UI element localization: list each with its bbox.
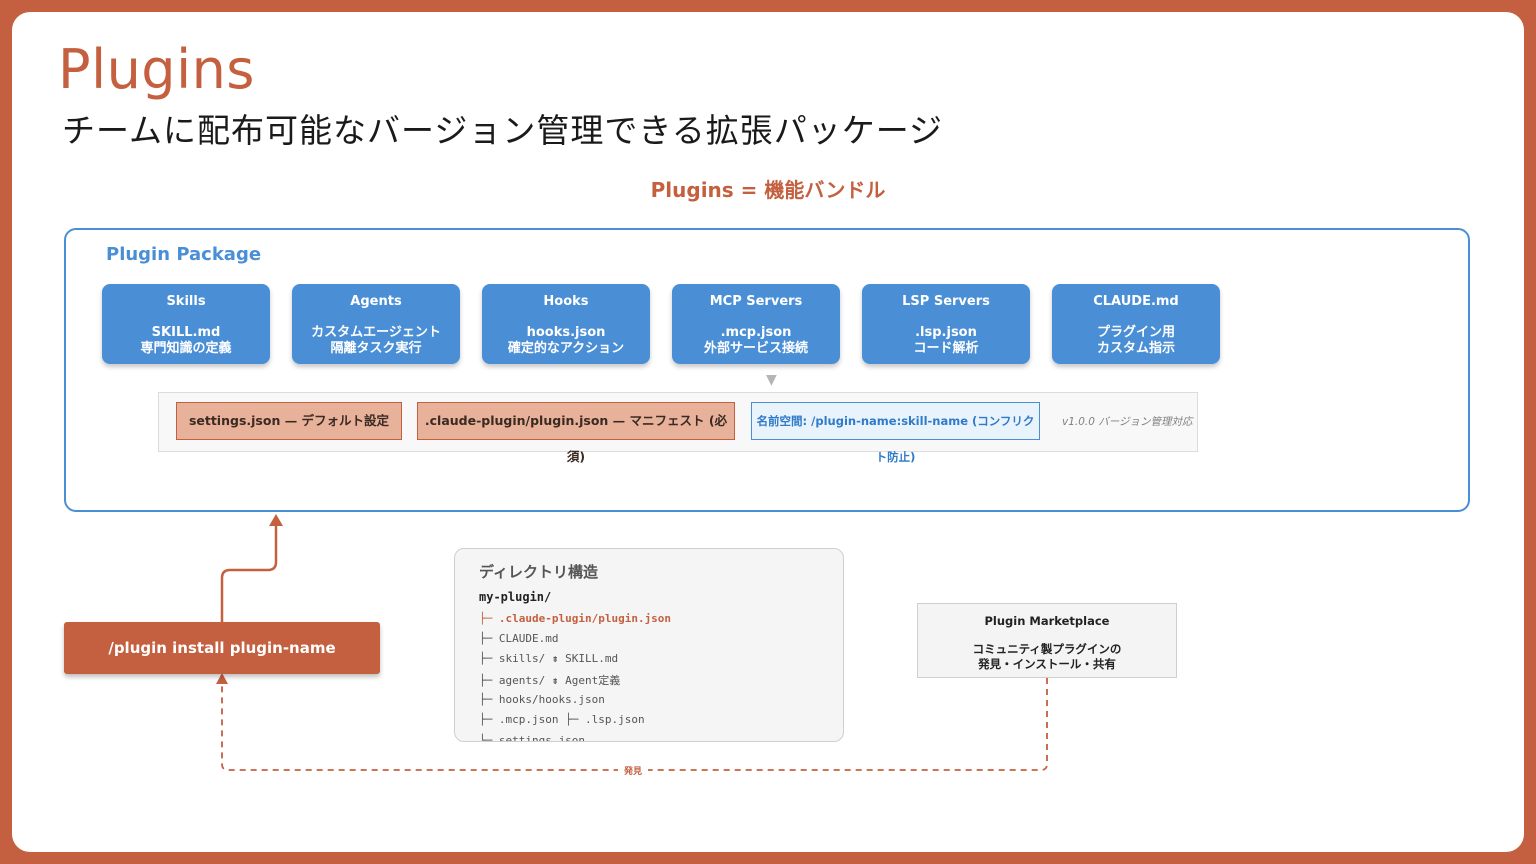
package-metadata-strip: settings.json — デフォルト設定 .claude-plugin/p… bbox=[158, 392, 1198, 464]
component-detail: プラグイン用 bbox=[1096, 325, 1175, 340]
plugin-package-box: Plugin Package Skills SKILL.md 専門知識の定義 A… bbox=[64, 228, 1470, 512]
component-detail: SKILL.md bbox=[151, 325, 221, 340]
component-hooks: Hooks hooks.json 確定的なアクション bbox=[482, 284, 650, 364]
component-name: MCP Servers bbox=[709, 294, 803, 309]
slide: Plugins チームに配布可能なバージョン管理できる拡張パッケージ Plugi… bbox=[12, 12, 1524, 852]
component-detail: .mcp.json bbox=[720, 325, 792, 340]
connector-lines bbox=[216, 514, 1048, 771]
component-description: 隔離タスク実行 bbox=[330, 341, 422, 356]
directory-line: ├─ CLAUDE.md bbox=[479, 632, 559, 645]
directory-line: ├─ .mcp.json ├─ .lsp.json bbox=[479, 713, 645, 726]
settings-chip: settings.json — デフォルト設定 bbox=[176, 402, 402, 440]
component-description: 確定的なアクション bbox=[507, 341, 625, 356]
directory-line: ├─ skills/ ⇟ SKILL.md bbox=[479, 652, 619, 665]
component-detail: .lsp.json bbox=[915, 325, 977, 340]
directory-line: ├─ hooks/hooks.json bbox=[479, 693, 605, 706]
directory-line: ├─ agents/ ⇟ Agent定義 bbox=[479, 674, 621, 687]
install-arrowhead-icon bbox=[269, 514, 283, 526]
component-description: コード解析 bbox=[913, 341, 979, 356]
directory-root: my-plugin/ bbox=[479, 590, 552, 604]
marketplace-title: Plugin Marketplace bbox=[984, 614, 1110, 628]
component-name: CLAUDE.md bbox=[1093, 294, 1179, 309]
component-agents: Agents カスタムエージェント 隔離タスク実行 bbox=[292, 284, 460, 364]
install-command-box: /plugin install plugin-name bbox=[64, 622, 380, 674]
component-name: Hooks bbox=[543, 294, 589, 309]
component-description: 専門知識の定義 bbox=[140, 341, 232, 356]
arrow-down-icon: ▼ bbox=[766, 372, 777, 388]
directory-line: ├─ .claude-plugin/plugin.json bbox=[479, 612, 672, 625]
slide-title: Plugins bbox=[58, 38, 255, 101]
discover-label: 発見 bbox=[618, 764, 648, 777]
component-description: 外部サービス接続 bbox=[703, 341, 808, 356]
directory-title: ディレクトリ構造 bbox=[479, 563, 598, 581]
component-detail: hooks.json bbox=[526, 325, 606, 340]
discover-arrowhead-icon bbox=[216, 673, 228, 684]
discover-arrow-line bbox=[221, 678, 1048, 771]
version-note: v1.0.0 バージョン管理対応 bbox=[1062, 416, 1193, 428]
component-name: Skills bbox=[166, 294, 206, 309]
component-description: カスタム指示 bbox=[1096, 341, 1175, 356]
marketplace-line: コミュニティ製プラグインの bbox=[972, 642, 1122, 656]
component-name: Agents bbox=[350, 294, 402, 309]
component-skills: Skills SKILL.md 専門知識の定義 bbox=[102, 284, 270, 364]
directory-line: └─ settings.json bbox=[479, 734, 585, 742]
namespace-chip: 名前空間: /plugin-name:skill-name (コンフリクト防止) bbox=[751, 402, 1040, 464]
component-claude-md: CLAUDE.md プラグイン用 カスタム指示 bbox=[1052, 284, 1220, 364]
component-mcp-servers: MCP Servers .mcp.json 外部サービス接続 bbox=[672, 284, 840, 364]
component-lsp-servers: LSP Servers .lsp.json コード解析 bbox=[862, 284, 1030, 364]
slide-subtitle: チームに配布可能なバージョン管理できる拡張パッケージ bbox=[62, 111, 944, 150]
plugin-marketplace-box: Plugin Marketplace コミュニティ製プラグインの 発見・インスト… bbox=[917, 603, 1177, 678]
manifest-chip: .claude-plugin/plugin.json — マニフェスト (必須) bbox=[417, 402, 735, 464]
install-arrow-line bbox=[220, 522, 278, 622]
plugin-package-title: Plugin Package bbox=[106, 244, 262, 265]
component-detail: カスタムエージェント bbox=[311, 325, 441, 340]
diagram-heading: Plugins = 機能バンドル bbox=[650, 178, 886, 202]
directory-structure-panel: ディレクトリ構造 my-plugin/ ├─ .claude-plugin/pl… bbox=[454, 548, 844, 742]
marketplace-line: 発見・インストール・共有 bbox=[978, 657, 1116, 671]
component-name: LSP Servers bbox=[902, 294, 990, 309]
